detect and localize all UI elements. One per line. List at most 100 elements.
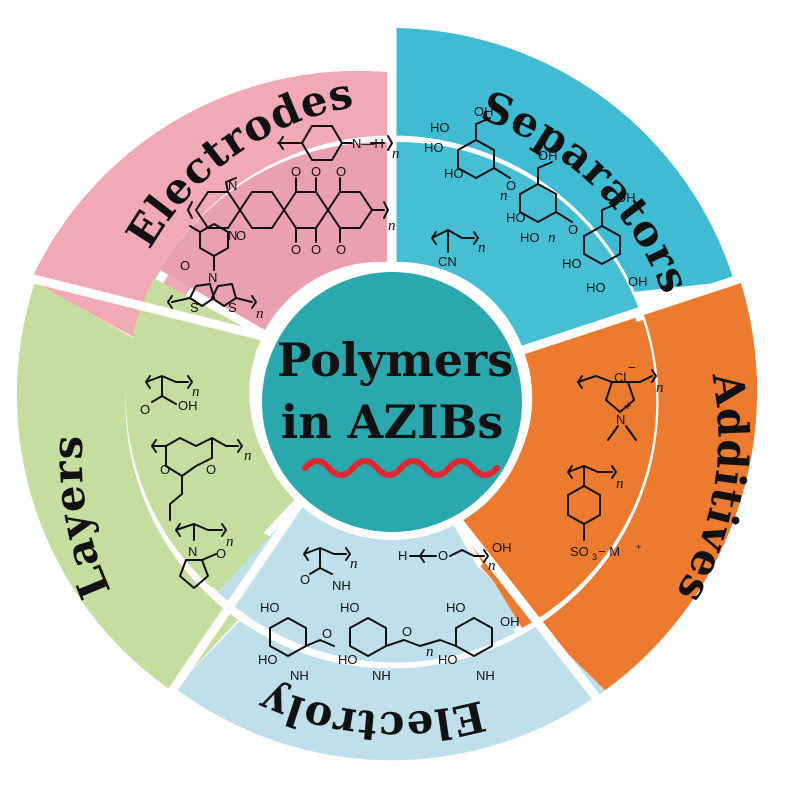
- svg-text:n: n: [488, 558, 496, 574]
- svg-text:O: O: [506, 178, 516, 193]
- polyaniline-structure: N—H n: [277, 125, 400, 162]
- polystyrene-sulfonate-structure: SO 3 − M + n: [567, 465, 641, 562]
- svg-text:O: O: [336, 164, 346, 179]
- svg-text:n: n: [350, 556, 358, 572]
- svg-text:N: N: [208, 270, 217, 285]
- svg-text:HO: HO: [506, 210, 526, 225]
- svg-text:O: O: [402, 624, 412, 639]
- svg-text:HO: HO: [258, 652, 278, 667]
- svg-text:HO: HO: [438, 652, 458, 667]
- svg-text:n: n: [226, 534, 234, 550]
- svg-text:+: +: [636, 542, 641, 552]
- center-title-line1: Polymers: [277, 333, 513, 387]
- svg-text:N—H: N—H: [352, 136, 384, 151]
- svg-text:O: O: [206, 462, 216, 477]
- svg-text:O: O: [300, 572, 310, 587]
- svg-text:HO: HO: [444, 166, 464, 181]
- svg-text:N: N: [228, 228, 237, 243]
- polymer-wave-icon: [302, 458, 500, 478]
- svg-text:NH: NH: [332, 578, 351, 593]
- svg-text:N: N: [616, 412, 625, 427]
- svg-text:HO: HO: [430, 120, 450, 135]
- polyethylene-glycol-structure: H O OH n: [398, 540, 512, 574]
- svg-text:OH: OH: [538, 148, 558, 163]
- polyacrylonitrile-structure: CN n: [431, 229, 486, 269]
- svg-text:3: 3: [592, 552, 597, 562]
- svg-text:O: O: [438, 548, 448, 563]
- polyacrylamide-structure: O NH n: [300, 547, 358, 593]
- svg-text:OH: OH: [474, 104, 494, 119]
- svg-text:SO: SO: [570, 544, 589, 559]
- svg-text:Cl: Cl: [614, 370, 626, 385]
- svg-text:OH: OH: [500, 614, 520, 629]
- center-title-line2: in AZIBs: [281, 395, 504, 449]
- dithienopyrrole-structure: O O N S S n: [167, 177, 264, 322]
- svg-text:OH: OH: [492, 540, 512, 555]
- svg-text:n: n: [388, 218, 396, 234]
- svg-text:− M: − M: [598, 544, 620, 559]
- electrodes-inner-sector: [160, 141, 387, 330]
- inner-ring: [125, 141, 657, 663]
- svg-text:n: n: [548, 230, 556, 246]
- svg-text:O: O: [336, 242, 346, 257]
- svg-text:n: n: [478, 240, 486, 256]
- svg-text:HO: HO: [586, 280, 606, 295]
- separators-outer-sector: [393, 28, 734, 304]
- svg-text:n: n: [256, 306, 264, 322]
- svg-text:O: O: [236, 228, 246, 243]
- svg-text:+: +: [624, 398, 632, 413]
- polyacrylic-acid-structure: O OH n: [140, 375, 200, 417]
- quinone-backbone-structure: O O O O O O N N n: [187, 164, 396, 257]
- svg-text:HO: HO: [338, 652, 358, 667]
- svg-text:OH: OH: [616, 190, 636, 205]
- layers-inner-sector: [125, 278, 298, 588]
- svg-text:HO: HO: [446, 600, 466, 615]
- svg-text:H: H: [398, 548, 407, 563]
- svg-text:−: −: [628, 360, 636, 375]
- svg-text:OH: OH: [628, 274, 648, 289]
- layers-structures: O OH n O O n N O n: [140, 375, 252, 589]
- separators-structures: HO HO HO O HO HO O OH HO HO OH OH OH n n…: [424, 104, 648, 295]
- polyvinylpyrrolidone-structure: N O n: [175, 523, 234, 589]
- svg-text:NH: NH: [476, 668, 495, 683]
- gel-electrolytes-inner-sector: [218, 500, 515, 663]
- svg-text:S: S: [228, 300, 237, 315]
- svg-text:n: n: [656, 380, 664, 396]
- svg-text:O: O: [322, 626, 332, 641]
- svg-text:n: n: [192, 384, 200, 400]
- pdadmac-structure: Cl − N + n: [577, 360, 664, 441]
- additives-structures: Cl − N + n SO 3 − M + n: [567, 360, 664, 562]
- svg-text:n: n: [244, 448, 252, 464]
- svg-text:n: n: [426, 644, 434, 660]
- svg-text:HO: HO: [520, 230, 540, 245]
- svg-text:S: S: [190, 300, 199, 315]
- svg-text:O: O: [311, 242, 321, 257]
- svg-text:HO: HO: [562, 256, 582, 271]
- cellulose-structure: HO HO HO O HO HO O OH HO HO OH OH OH n n: [424, 104, 648, 295]
- svg-text:O: O: [568, 222, 578, 237]
- additives-inner-sector: [455, 320, 657, 628]
- svg-text:HO: HO: [424, 140, 444, 155]
- center-circle: [254, 264, 530, 540]
- electrodes-structures: N—H n O O O O O O N N n O O N: [167, 125, 400, 322]
- svg-text:O: O: [140, 402, 150, 417]
- svg-text:N: N: [188, 544, 197, 559]
- svg-text:O: O: [180, 258, 190, 273]
- svg-text:HO: HO: [260, 600, 280, 615]
- svg-text:O: O: [160, 462, 170, 477]
- svg-text:NH: NH: [290, 668, 309, 683]
- svg-text:HO: HO: [340, 600, 360, 615]
- svg-text:OH: OH: [178, 398, 198, 413]
- polyvinyl-butyral-structure: O O n: [151, 437, 252, 521]
- svg-text:O: O: [216, 546, 226, 561]
- svg-text:O: O: [291, 242, 301, 257]
- svg-text:n: n: [616, 476, 624, 492]
- svg-text:N: N: [228, 178, 237, 193]
- svg-text:NH: NH: [372, 668, 391, 683]
- chitosan-structure: HO HO HO HO HO HO OH O O NH NH NH n: [258, 600, 520, 683]
- gel-electrolytes-structures: O NH n H O OH n HO HO HO HO HO HO OH O O…: [258, 540, 520, 683]
- svg-text:O: O: [311, 164, 321, 179]
- separators-inner-sector: [396, 141, 640, 346]
